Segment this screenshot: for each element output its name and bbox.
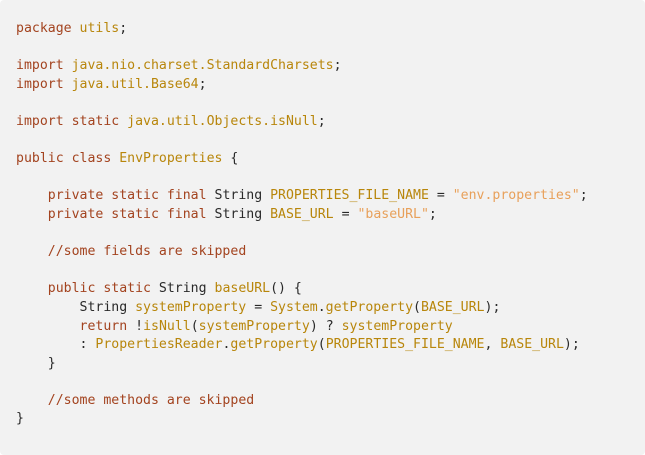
code-token: isNull xyxy=(143,318,191,334)
code-token: BASE_URL xyxy=(270,206,334,222)
code-token: public static xyxy=(47,281,151,297)
code-token: PropertiesReader xyxy=(95,337,223,353)
code-token: { xyxy=(222,151,239,167)
code-token: "baseURL" xyxy=(357,206,429,222)
code-token: ; xyxy=(428,206,437,222)
code-line: //some methods are skipped xyxy=(16,392,645,411)
code-token xyxy=(16,188,48,203)
code-token: ( xyxy=(413,299,421,315)
code-listing: package utils;​import java.nio.charset.S… xyxy=(16,20,645,429)
code-line: : PropertiesReader.getProperty(PROPERTIE… xyxy=(16,336,645,355)
code-line: import java.nio.charset.StandardCharsets… xyxy=(16,57,645,76)
code-token: //some fields are skipped xyxy=(47,244,247,260)
code-line: package utils; xyxy=(16,20,645,39)
code-token: systemProperty xyxy=(198,318,310,334)
code-line: } xyxy=(16,355,645,374)
code-token: ( xyxy=(317,337,326,353)
code-line: ​ xyxy=(16,373,645,392)
code-token: ; xyxy=(333,58,342,74)
code-line: ​ xyxy=(16,132,645,151)
code-line: ​ xyxy=(16,169,645,188)
code-line: private static final String PROPERTIES_F… xyxy=(16,187,645,206)
code-token: BASE_URL xyxy=(500,337,564,353)
code-token: java.nio.charset.StandardCharsets xyxy=(71,58,334,74)
code-token xyxy=(16,244,48,259)
code-token: () { xyxy=(270,281,302,297)
code-token: "env.properties" xyxy=(452,188,580,204)
code-token: String xyxy=(206,188,271,204)
code-token xyxy=(119,114,127,129)
code-token: } xyxy=(16,355,56,371)
code-token: ! xyxy=(127,318,144,334)
code-line: } xyxy=(16,410,645,429)
code-token: baseURL xyxy=(214,281,271,297)
code-line: public static String baseURL() { xyxy=(16,280,645,299)
code-token: String xyxy=(16,299,136,315)
code-token: ) ? xyxy=(309,318,342,334)
code-token: ; xyxy=(198,76,207,92)
code-line: String systemProperty = System.getProper… xyxy=(16,299,645,318)
code-token: PROPERTIES_FILE_NAME xyxy=(270,188,429,204)
code-token: String xyxy=(150,281,215,297)
code-token: private static final xyxy=(47,206,207,222)
code-token: String xyxy=(206,206,271,222)
code-token: = xyxy=(333,206,358,222)
code-line: import java.util.Base64; xyxy=(16,76,645,95)
code-token: return xyxy=(79,318,128,334)
code-token: System xyxy=(270,299,318,315)
code-token xyxy=(16,281,48,296)
code-token xyxy=(16,393,48,408)
code-token xyxy=(16,207,48,222)
code-token: ( xyxy=(190,318,199,334)
code-token: ; xyxy=(579,188,588,204)
code-line: ​ xyxy=(16,225,645,244)
code-token: , xyxy=(484,337,501,353)
code-token: import static xyxy=(16,113,120,129)
code-line: ​ xyxy=(16,39,645,58)
code-token: : xyxy=(16,337,96,353)
code-token xyxy=(72,21,80,36)
code-token: = xyxy=(428,188,453,204)
code-line: public class EnvProperties { xyxy=(16,150,645,169)
code-line: //some fields are skipped xyxy=(16,243,645,262)
code-token: ; xyxy=(119,21,128,36)
code-line: ​ xyxy=(16,262,645,281)
code-token: } xyxy=(16,411,24,427)
code-token: . xyxy=(222,337,231,353)
code-token: ; xyxy=(317,113,326,129)
code-token: . xyxy=(317,299,326,315)
code-token: systemProperty xyxy=(135,299,247,315)
code-token: ); xyxy=(484,299,501,315)
code-token: systemProperty xyxy=(341,318,453,334)
code-token: java.util.Objects.isNull xyxy=(127,113,318,129)
code-line: import static java.util.Objects.isNull; xyxy=(16,113,645,132)
code-token: private static final xyxy=(47,188,207,204)
code-token: PROPERTIES_FILE_NAME xyxy=(325,337,485,353)
code-token: = xyxy=(246,299,271,315)
code-token: java.util.Base64 xyxy=(71,76,199,92)
code-line: private static final String BASE_URL = "… xyxy=(16,206,645,225)
code-token: import xyxy=(16,58,64,74)
code-token: getProperty xyxy=(325,299,414,315)
code-token: public class xyxy=(16,151,112,167)
code-token: package xyxy=(16,21,72,36)
code-line: return !isNull(systemProperty) ? systemP… xyxy=(16,318,645,337)
code-token xyxy=(64,58,72,73)
code-token: //some methods are skipped xyxy=(47,392,255,408)
code-token: ); xyxy=(563,337,580,353)
code-token xyxy=(16,319,80,334)
code-line: ​ xyxy=(16,94,645,113)
code-token: BASE_URL xyxy=(420,299,485,315)
code-token: EnvProperties xyxy=(119,151,223,167)
code-token: utils xyxy=(79,21,120,36)
code-token xyxy=(64,77,72,92)
code-token: import xyxy=(16,76,64,92)
code-token: getProperty xyxy=(230,337,318,353)
